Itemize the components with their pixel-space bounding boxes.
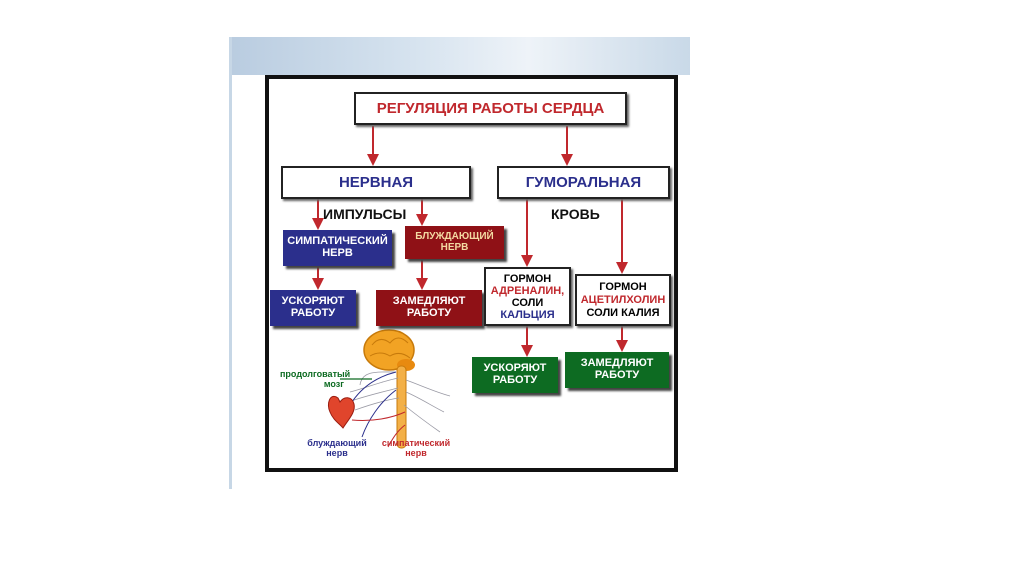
nervous-accelerate-box: УСКОРЯЮТ РАБОТУ: [270, 290, 356, 326]
hormone1-salt1: СОЛИ: [511, 296, 544, 309]
heart-illustration: [327, 396, 355, 429]
hormone2-name: АЦЕТИЛХОЛИН: [580, 293, 666, 306]
slide-left-line: [229, 37, 232, 489]
hormone-adrenaline-box: ГОРМОН АДРЕНАЛИН, СОЛИ КАЛЬЦИЯ: [484, 267, 571, 326]
vagus-nerve-box: БЛУЖДАЮЩИЙ НЕРВ: [405, 226, 504, 259]
vagus-illustration-label: блуждающий нерв: [307, 438, 367, 458]
hormone1-salt2: КАЛЬЦИЯ: [500, 308, 555, 321]
impulses-label: ИМПУЛЬСЫ: [323, 206, 407, 222]
medulla-label: продолговатый мозг: [280, 369, 351, 389]
hormone-acetylcholine-box: ГОРМОН АЦЕТИЛХОЛИН СОЛИ КАЛИЯ: [575, 274, 671, 326]
hormone2-word: ГОРМОН: [599, 280, 647, 293]
hormone1-word: ГОРМОН: [503, 272, 552, 285]
hormone2-salt: СОЛИ КАЛИЯ: [586, 306, 660, 319]
nervous-slow-box: ЗАМЕДЛЯЮТ РАБОТУ: [376, 290, 482, 326]
title-box: РЕГУЛЯЦИЯ РАБОТЫ СЕРДЦА: [354, 92, 627, 125]
sympathetic-nerve-box: СИМПАТИЧЕСКИЙ НЕРВ: [283, 230, 392, 266]
humoral-slow-box: ЗАМЕДЛЯЮТ РАБОТУ: [565, 352, 669, 388]
hormone1-name: АДРЕНАЛИН,: [490, 284, 565, 297]
humoral-accelerate-box: УСКОРЯЮТ РАБОТУ: [472, 357, 558, 393]
nervous-system-illustration: [327, 329, 451, 449]
slide-header-band: [229, 37, 690, 75]
spinal-cord-illustration: [396, 365, 407, 449]
blood-label: КРОВЬ: [551, 206, 600, 222]
sympathetic-illustration-label: симпатический нерв: [381, 438, 451, 458]
humoral-box: ГУМОРАЛЬНАЯ: [497, 166, 670, 199]
nervous-box: НЕРВНАЯ: [281, 166, 471, 199]
